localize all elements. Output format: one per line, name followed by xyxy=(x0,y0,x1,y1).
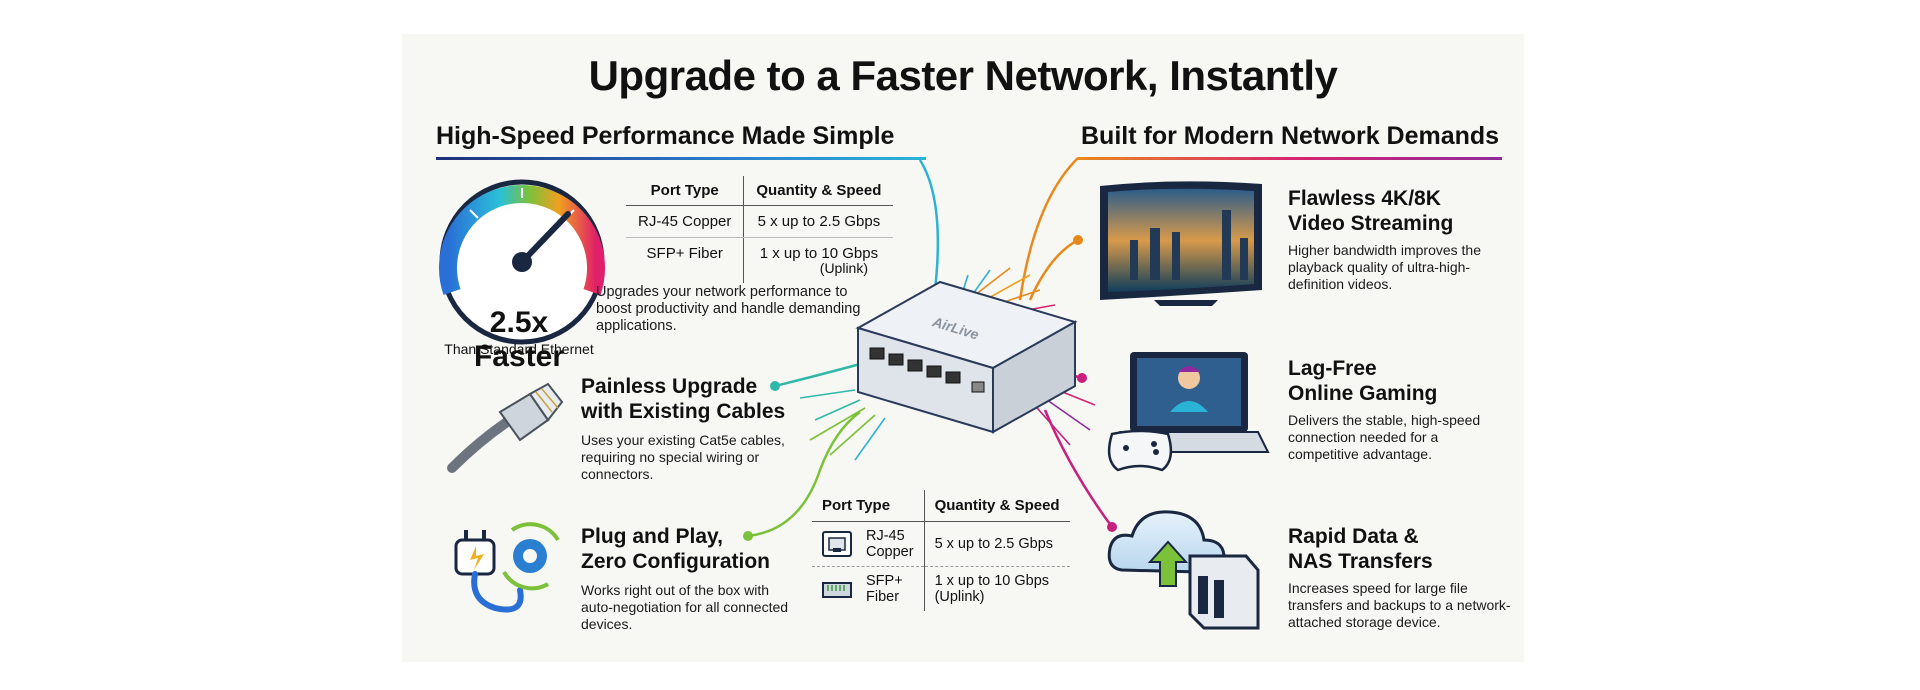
table-header: Quantity & Speed xyxy=(743,176,894,206)
right-heading-underline xyxy=(1078,157,1502,160)
table-row: SFP+ Fiber 1 x up to 10 Gbps (Uplink) xyxy=(626,237,894,284)
feature-title-line: Video Streaming xyxy=(1288,212,1454,235)
ethernet-cable-icon xyxy=(447,382,564,473)
speedometer-icon xyxy=(439,179,605,345)
speed-note: (Uplink) xyxy=(934,589,985,605)
table-header: Port Type xyxy=(812,490,925,522)
gaming-laptop-icon xyxy=(1107,352,1270,472)
speed-cell: 5 x up to 2.5 Gbps xyxy=(924,521,1070,567)
sfp-port-icon xyxy=(822,582,852,598)
speed-value: 5 x up to 2.5 Gbps xyxy=(934,536,1054,552)
port-type-line: Fiber xyxy=(866,589,900,605)
feature-title-line: Flawless 4K/8K xyxy=(1288,187,1441,210)
table-row: RJ-45 Copper 5 x up to 2.5 Gbps xyxy=(812,521,1070,567)
curved-tv-icon xyxy=(1100,181,1262,306)
speed-cell: 1 x up to 10 Gbps (Uplink) xyxy=(924,567,1070,612)
feature-text-video: Higher bandwidth improves the playback q… xyxy=(1288,242,1481,292)
upgrade-description: Upgrades your network performance to boo… xyxy=(596,284,861,334)
port-table-bottom: Port Type Quantity & Speed RJ-45 Copper xyxy=(812,490,1070,611)
table-row: RJ-45 Copper 5 x up to 2.5 Gbps xyxy=(626,205,894,238)
feature-title-line: Online Gaming xyxy=(1288,382,1438,405)
feature-title-line: with Existing Cables xyxy=(581,400,786,423)
feature-text-nas: Increases speed for large file transfers… xyxy=(1288,580,1511,630)
table-row: SFP+ Fiber 1 x up to 10 Gbps (Uplink) xyxy=(812,566,1070,612)
page-title: Upgrade to a Faster Network, Instantly xyxy=(588,52,1338,99)
port-type-line: RJ-45 xyxy=(866,528,905,544)
feature-title-line: Lag-Free xyxy=(1288,357,1377,380)
feature-title-line: Zero Configuration xyxy=(581,550,770,573)
port-type-line: Copper xyxy=(866,544,914,560)
feature-text-gaming: Delivers the stable, high-speed connecti… xyxy=(1288,412,1481,462)
dot-gaming xyxy=(1077,373,1087,383)
speed-cell: 5 x up to 2.5 Gbps xyxy=(743,205,894,238)
power-plug-icon xyxy=(454,522,560,613)
port-type-cell: SFP+ Fiber xyxy=(626,237,745,283)
feature-title-cables: Painless Upgrade with Existing Cables xyxy=(581,374,785,424)
feature-title-line: Painless Upgrade xyxy=(581,375,758,398)
right-section-heading: Built for Modern Network Demands xyxy=(1081,122,1500,150)
table-header: Port Type xyxy=(626,176,745,206)
table-header: Quantity & Speed xyxy=(924,490,1070,522)
speed-cell: 1 x up to 10 Gbps (Uplink) xyxy=(744,238,894,284)
speed-value: 1 x up to 10 Gbps xyxy=(934,573,1050,589)
port-type-line: SFP+ xyxy=(866,573,903,589)
left-section-heading: High-Speed Performance Made Simple xyxy=(436,122,895,150)
port-type-cell: RJ-45 Copper xyxy=(812,521,925,567)
feature-title-video: Flawless 4K/8K Video Streaming xyxy=(1288,186,1453,236)
port-type-cell: RJ-45 Copper xyxy=(626,205,745,238)
dot-plug xyxy=(743,531,753,541)
dot-nas xyxy=(1107,522,1117,532)
rj45-port-icon xyxy=(822,531,852,557)
speed-subtitle: Than Standard Ethernet xyxy=(444,341,594,357)
feature-title-line: Rapid Data & xyxy=(1288,525,1419,548)
speed-note: (Uplink) xyxy=(819,260,869,276)
feature-title-gaming: Lag-Free Online Gaming xyxy=(1288,356,1437,406)
speed-headline: 2.5x Faster xyxy=(473,306,565,373)
speed-value: 1 x up to 10 Gbps xyxy=(759,245,879,262)
port-table-top: Port Type Quantity & Speed RJ-45 Copper … xyxy=(626,176,894,284)
port-type-cell: SFP+ Fiber xyxy=(812,566,925,611)
feature-title-nas: Rapid Data & NAS Transfers xyxy=(1288,524,1433,574)
network-switch-device xyxy=(855,280,1078,434)
feature-text-cables: Uses your existing Cat5e cables, requiri… xyxy=(581,432,785,482)
feature-text-plugplay: Works right out of the box with auto-neg… xyxy=(581,582,789,632)
left-heading-underline xyxy=(436,157,926,160)
dot-tv xyxy=(1073,235,1083,245)
feature-title-line: NAS Transfers xyxy=(1288,550,1433,573)
dot-cables xyxy=(770,381,780,391)
cloud-nas-icon xyxy=(1107,510,1260,630)
feature-title-line: Plug and Play, xyxy=(581,525,723,548)
feature-title-plugplay: Plug and Play, Zero Configuration xyxy=(581,524,770,574)
